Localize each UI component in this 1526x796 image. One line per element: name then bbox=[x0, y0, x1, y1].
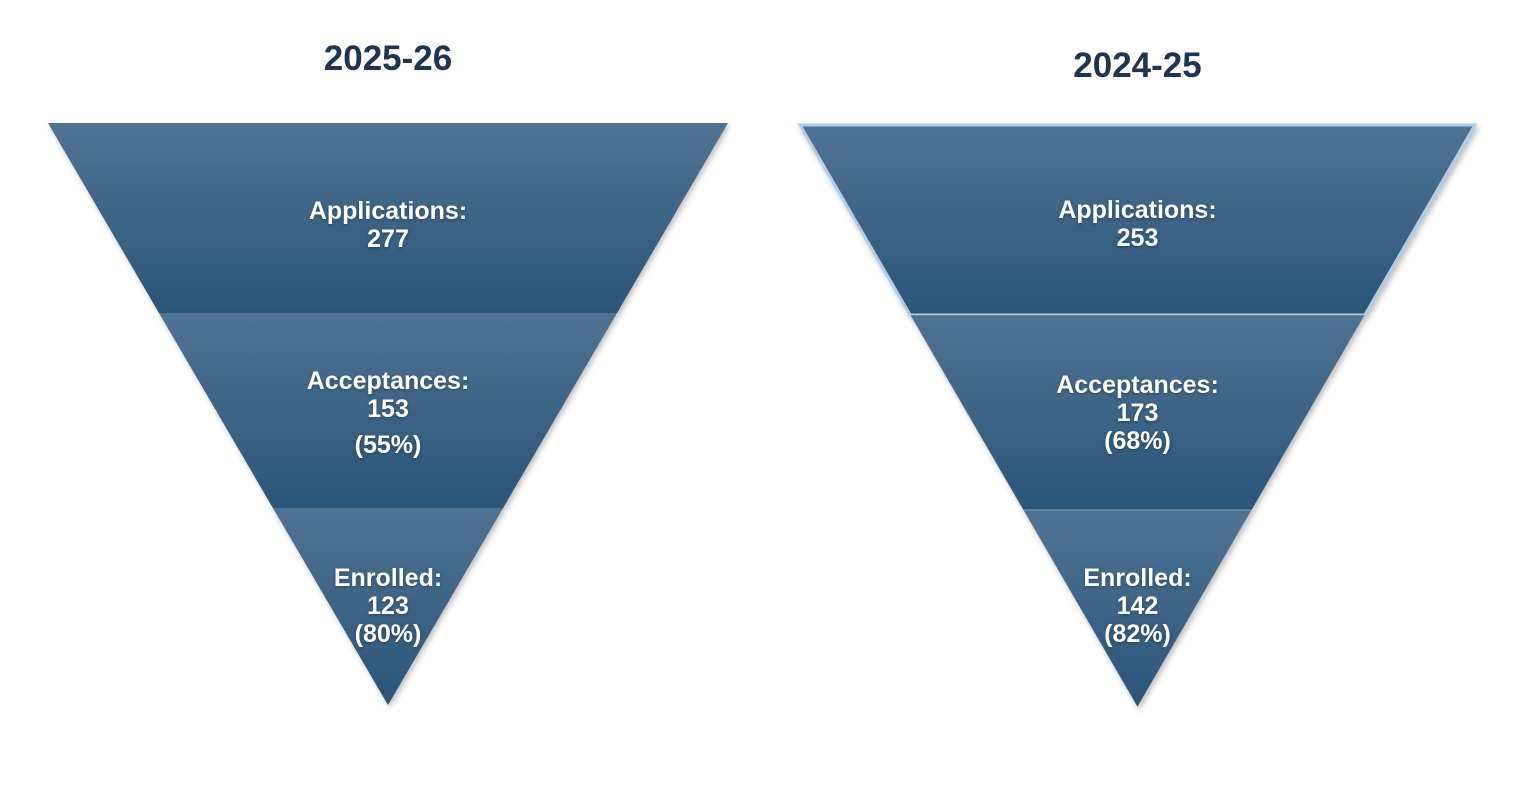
funnel-title-2025-26: 2025-26 bbox=[323, 39, 453, 78]
funnel-segment-enrolled bbox=[1022, 509, 1253, 708]
stage-name: Acceptances: bbox=[306, 367, 470, 395]
stage-label-enrolled: Enrolled:142(82%) bbox=[800, 564, 1475, 648]
funnel-title-2024-25: 2024-25 bbox=[1073, 46, 1202, 85]
stage-name: Enrolled: bbox=[1083, 564, 1192, 592]
stage-percent: (68%) bbox=[1104, 427, 1171, 455]
stage-value: 153 bbox=[367, 395, 409, 423]
funnel-shape bbox=[48, 123, 728, 705]
stage-name: Applications: bbox=[1058, 196, 1217, 224]
stage-percent: (80%) bbox=[354, 620, 422, 648]
stage-label-acceptances: Acceptances:153 (55%) bbox=[48, 367, 728, 459]
stage-label-applications: Applications:277 bbox=[48, 197, 728, 253]
stage-value: 142 bbox=[1116, 592, 1159, 620]
stage-name: Acceptances: bbox=[1056, 371, 1219, 399]
funnel-segment-applications bbox=[48, 123, 728, 314]
stage-value: 253 bbox=[1116, 224, 1159, 252]
stage-value: 173 bbox=[1116, 399, 1159, 427]
stage-name: Enrolled: bbox=[333, 564, 443, 592]
stage-label-applications: Applications:253 bbox=[800, 196, 1475, 252]
stage-value: 277 bbox=[367, 225, 409, 253]
funnel-segment-enrolled bbox=[272, 507, 504, 705]
stage-value: 123 bbox=[367, 592, 409, 620]
stage-name: Applications: bbox=[308, 197, 468, 225]
stage-label-enrolled: Enrolled:123(80%) bbox=[48, 564, 728, 648]
funnel-shape bbox=[797, 123, 1478, 708]
stage-percent: (82%) bbox=[1104, 620, 1171, 648]
stage-label-acceptances: Acceptances:173(68%) bbox=[800, 371, 1475, 455]
stage-percent: (55%) bbox=[354, 431, 422, 459]
funnel-segment-acceptances bbox=[159, 313, 617, 508]
